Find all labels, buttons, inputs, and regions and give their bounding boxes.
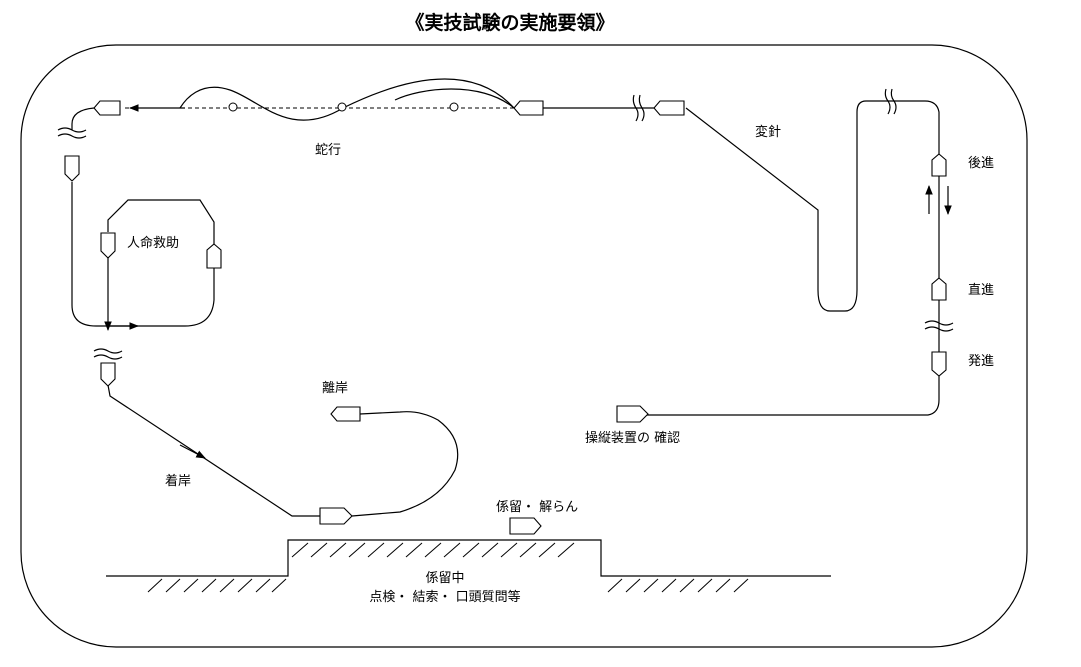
pier-outline (106, 539, 831, 577)
label-docking: 着岸 (165, 474, 192, 489)
boat-markers (64, 100, 947, 535)
label-straight: 直進 (968, 283, 995, 298)
label-takeoff: 発進 (968, 354, 995, 369)
label-course-change: 変針 (755, 125, 782, 140)
course-break-marks (57, 88, 954, 360)
label-slalom: 蛇行 (315, 143, 342, 158)
label-reverse: 後進 (968, 156, 995, 171)
ground-hatching-right (607, 578, 749, 593)
boat-takeoff (931, 351, 947, 377)
course-turn-loop (685, 100, 940, 312)
diagram-title: 《実技試験の実施要領》 (405, 12, 615, 34)
boat-slalom-exit (93, 100, 121, 116)
boat-straight (931, 277, 947, 301)
boat-after-rescue (100, 362, 116, 387)
boat-turn (653, 100, 685, 116)
course-docking-line (107, 384, 320, 517)
docking-arrow (179, 444, 206, 459)
slalom-buoys (228, 102, 459, 112)
boat-departure (330, 406, 361, 422)
boat-rescue-left (100, 232, 116, 259)
boat-left-descend (64, 155, 80, 182)
slalom-curve (179, 78, 515, 121)
boat-rescue-right (206, 243, 222, 269)
label-control-check: 操縦装置の 確認 (585, 431, 681, 446)
label-departure: 離岸 (322, 381, 349, 396)
outer-frame (20, 44, 1028, 648)
slalom-curve-2 (394, 88, 515, 109)
ground-hatching-left (147, 578, 287, 593)
boat-docking (319, 507, 353, 525)
pier-hatching (291, 542, 575, 558)
course-left-curve (71, 107, 95, 130)
boat-reverse (931, 153, 947, 177)
boat-slalom-entry (513, 100, 544, 116)
label-inspection: 点検・ 結索・ 口頭質問等 (369, 590, 521, 605)
rescue-loop (71, 268, 215, 327)
rescue-loop-top (107, 199, 215, 244)
boat-moored (509, 517, 542, 535)
label-moored: 係留中 (425, 571, 465, 586)
label-mooring-unmooring: 係留・ 解らん (496, 500, 579, 515)
label-rescue: 人命救助 (127, 236, 180, 251)
course-start-line (647, 376, 940, 416)
departure-loop (351, 411, 459, 517)
boat-start (616, 405, 649, 423)
